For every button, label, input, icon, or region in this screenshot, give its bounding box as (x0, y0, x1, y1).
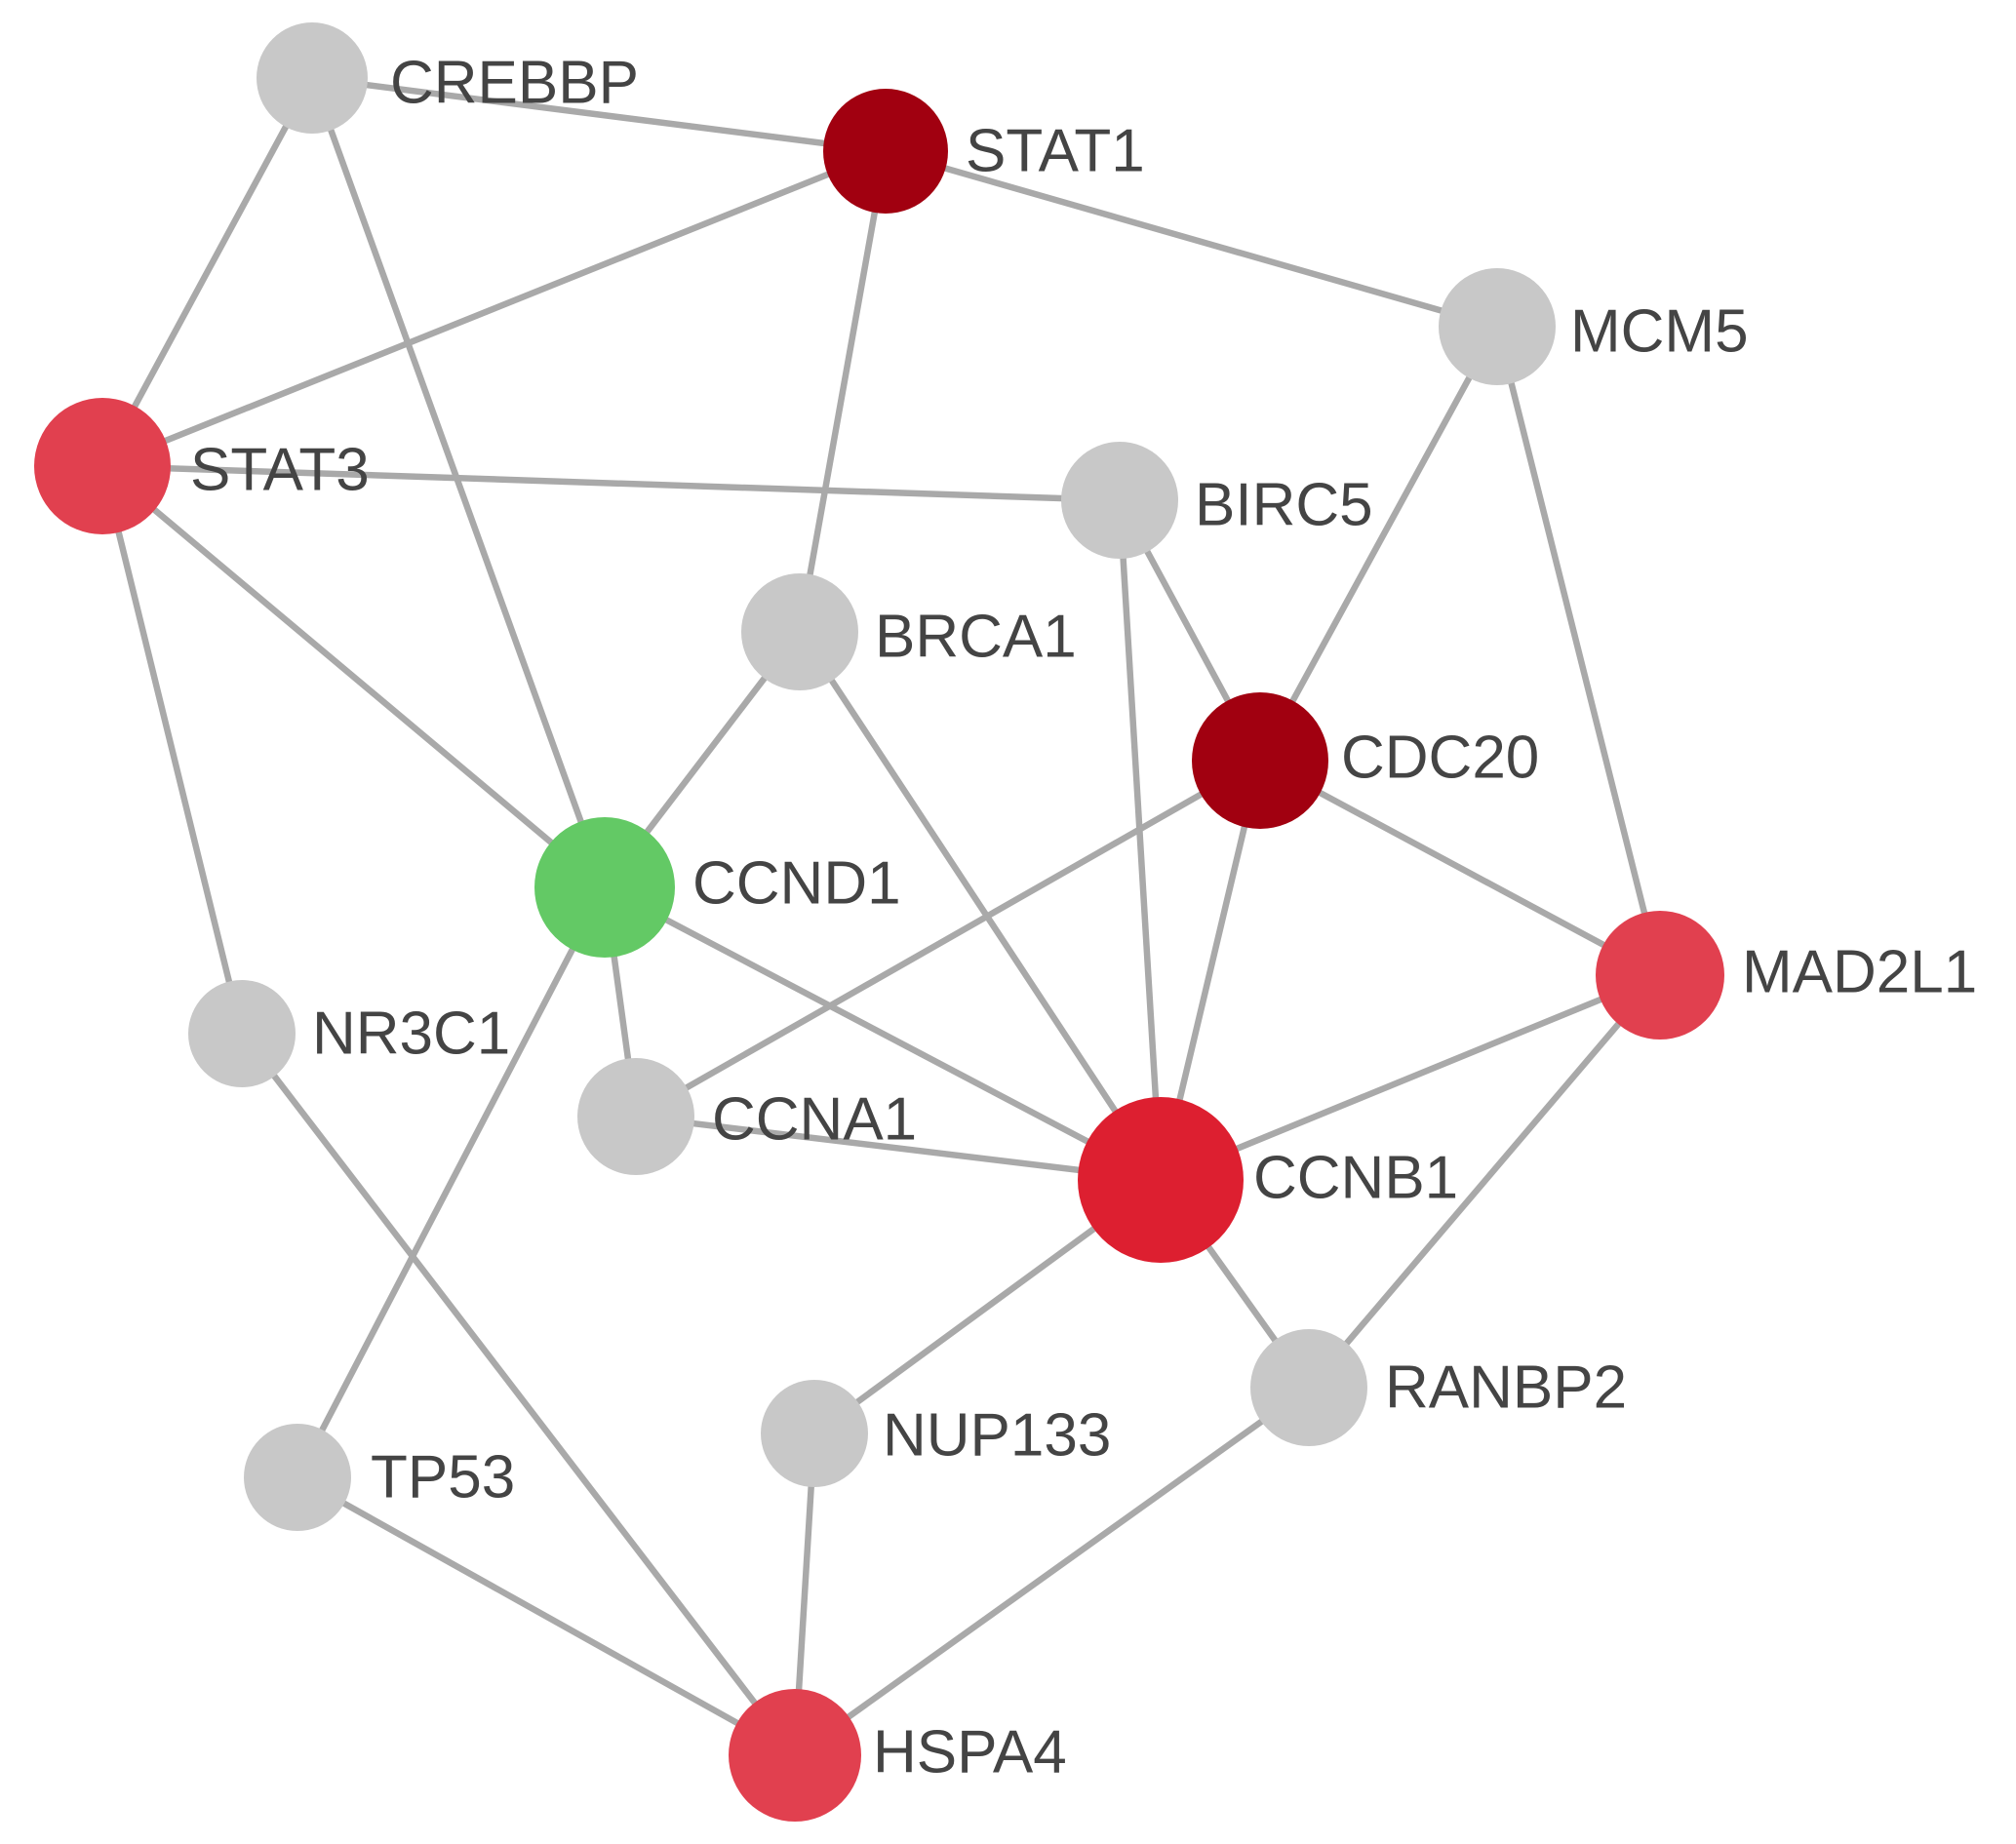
node-label-stat3: STAT3 (190, 437, 370, 504)
node-mad2l1[interactable] (1596, 911, 1724, 1040)
node-ccna1[interactable] (577, 1058, 694, 1175)
node-label-mad2l1: MAD2L1 (1742, 939, 1977, 1006)
edge-tp53-hspa4 (294, 1473, 799, 1759)
edge-nr3c1-hspa4 (238, 1030, 799, 1759)
edge-stat1-brca1 (796, 147, 889, 636)
edge-cdc20-mad2l1 (1256, 757, 1664, 979)
edge-mcm5-mad2l1 (1493, 323, 1664, 979)
edge-stat1-stat3 (99, 147, 889, 470)
node-hspa4[interactable] (729, 1689, 861, 1822)
node-label-stat1: STAT1 (966, 118, 1145, 185)
node-stat3[interactable] (34, 398, 171, 534)
edge-crebbp-ccnd1 (308, 74, 609, 891)
edge-ccnd1-tp53 (294, 883, 609, 1481)
node-label-tp53: TP53 (371, 1444, 515, 1511)
edge-ranbp2-hspa4 (791, 1384, 1313, 1759)
node-label-cdc20: CDC20 (1341, 725, 1539, 792)
node-label-brca1: BRCA1 (875, 604, 1077, 671)
edge-stat3-birc5 (99, 462, 1124, 504)
edge-crebbp-stat1 (308, 74, 889, 155)
node-label-birc5: BIRC5 (1195, 472, 1373, 539)
node-ranbp2[interactable] (1250, 1329, 1367, 1446)
node-crebbp[interactable] (257, 22, 368, 134)
node-nr3c1[interactable] (188, 980, 296, 1087)
edge-mcm5-cdc20 (1256, 323, 1501, 765)
node-label-ccna1: CCNA1 (712, 1086, 917, 1154)
edge-mad2l1-ranbp2 (1305, 971, 1664, 1392)
node-label-mcm5: MCM5 (1570, 298, 1749, 366)
edge-birc5-ccnb1 (1116, 496, 1165, 1184)
edge-stat1-mcm5 (882, 147, 1501, 331)
node-brca1[interactable] (741, 573, 858, 690)
node-label-ccnd1: CCND1 (692, 850, 901, 918)
node-nup133[interactable] (761, 1380, 868, 1487)
edge-cdc20-ccna1 (632, 757, 1264, 1120)
node-tp53[interactable] (244, 1424, 351, 1531)
edge-ccna1-ccnb1 (632, 1113, 1165, 1184)
edge-stat3-ccnd1 (99, 462, 609, 891)
node-label-ranbp2: RANBP2 (1385, 1354, 1627, 1422)
node-birc5[interactable] (1061, 442, 1178, 559)
node-cdc20[interactable] (1192, 692, 1328, 829)
edge-crebbp-stat3 (99, 74, 316, 470)
edge-brca1-ccnb1 (796, 628, 1165, 1184)
edge-stat3-nr3c1 (99, 462, 246, 1038)
node-label-crebbp: CREBBP (390, 50, 639, 117)
node-mcm5[interactable] (1439, 268, 1556, 385)
node-label-nr3c1: NR3C1 (312, 1000, 510, 1068)
node-label-hspa4: HSPA4 (873, 1719, 1067, 1786)
node-label-ccnb1: CCNB1 (1253, 1145, 1458, 1212)
node-stat1[interactable] (823, 89, 948, 214)
node-ccnd1[interactable] (534, 817, 675, 958)
nodes-layer (34, 22, 1724, 1822)
node-ccnb1[interactable] (1078, 1097, 1244, 1263)
edge-mad2l1-ccnb1 (1157, 971, 1664, 1184)
labels-layer: CREBBP STAT1MCM5STAT3BIRC5BRCA1CDC20CCND1… (190, 50, 1977, 1786)
node-label-nup133: NUP133 (883, 1402, 1111, 1470)
edge-ccnd1-ccnb1 (601, 883, 1165, 1184)
